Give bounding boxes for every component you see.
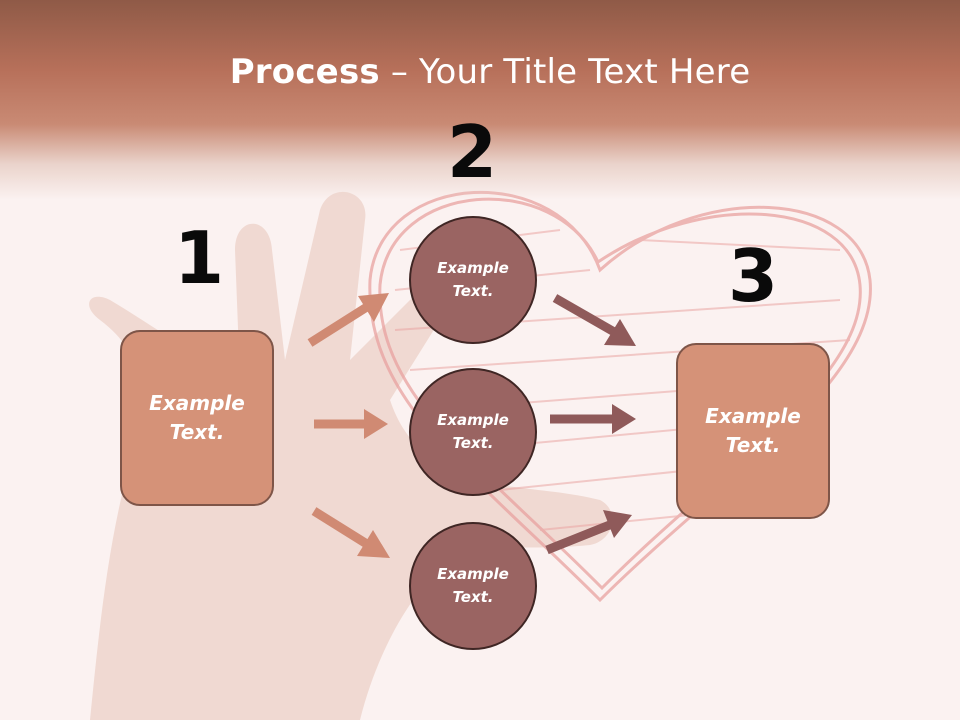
step-2-circle-3[interactable]: Example Text. <box>409 522 537 650</box>
header-band <box>0 0 960 200</box>
step-number-3: 3 <box>727 234 779 318</box>
hand-illustration <box>89 191 613 720</box>
step-1-label: Example Text. <box>149 391 245 444</box>
step-1-box[interactable]: Example Text. <box>120 330 274 506</box>
step-2-circle-label: Example Text. <box>437 411 509 452</box>
step-number-1: 1 <box>173 216 225 300</box>
title-bold: Process <box>229 52 380 92</box>
slide-title: Process – Your Title Text Here <box>0 52 960 92</box>
step-3-box[interactable]: Example Text. <box>676 343 830 519</box>
step-2-circle-label: Example Text. <box>437 565 509 606</box>
step-2-circle-1[interactable]: Example Text. <box>409 216 537 344</box>
step-2-circle-label: Example Text. <box>437 259 509 300</box>
step-number-2: 2 <box>446 110 498 194</box>
title-rest: – Your Title Text Here <box>379 52 751 92</box>
step-3-label: Example Text. <box>705 404 801 457</box>
step-2-circle-2[interactable]: Example Text. <box>409 368 537 496</box>
